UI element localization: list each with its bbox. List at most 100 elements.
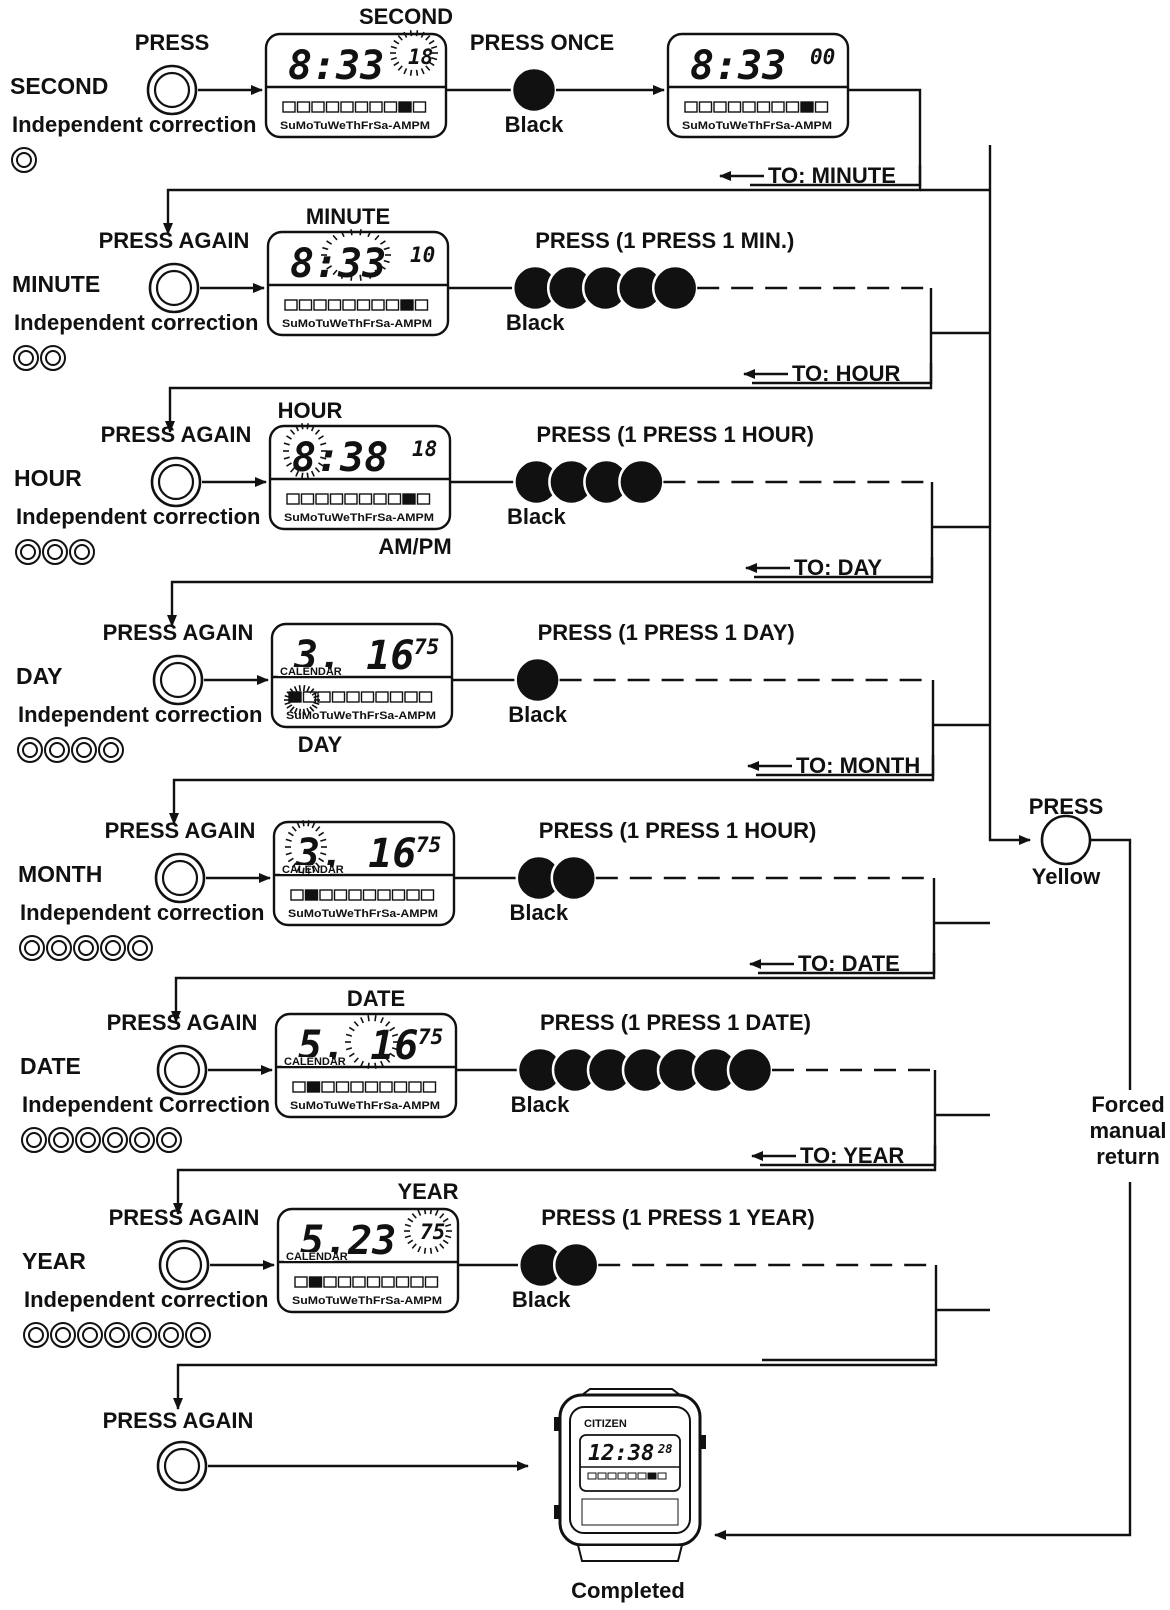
press-count-indicator [13,345,66,371]
day-indicator-strip [282,101,427,113]
count-ring-inner [24,940,40,956]
day-square [381,1276,395,1288]
step-name: HOUR [14,465,82,491]
to-next-line [762,1265,938,1362]
day-strip-label: SuMoTuWeThFrSa-AMPM [284,512,434,524]
day-strip-label: SuMoTuWeThFrSa-AMPM [288,908,438,920]
press-button-date[interactable] [156,1044,208,1096]
watch-day-square [637,1472,647,1480]
watch-day-square [587,1472,597,1480]
day-square [335,1081,350,1093]
count-ring [42,539,68,565]
press-button-minute[interactable] [148,262,200,314]
yellow-button[interactable] [1040,814,1092,866]
next-row-connector [171,973,936,1023]
button-inner-ring[interactable] [161,859,199,897]
black-button-presses [510,66,558,114]
day-square [346,691,360,703]
calendar-tag: CALENDAR [286,1251,348,1263]
yellow-press-label: PRESS [1029,794,1104,819]
black-button-press[interactable] [514,656,561,704]
press-count-indicator [11,147,37,173]
correction-label: Independent correction [20,900,264,925]
press-button-month[interactable] [154,852,206,904]
watch-day-square [657,1472,667,1480]
button-color-label: Black [511,1092,570,1117]
count-ring-inner [28,1327,44,1343]
day-square [358,493,373,505]
watch-button-left-top[interactable] [554,1417,560,1431]
press-button-second[interactable] [146,64,198,116]
count-ring [69,539,95,565]
target-label: YEAR [397,1179,458,1204]
button-inner-ring[interactable] [163,1051,201,1089]
highlight-burst [404,1208,452,1254]
black-button-press[interactable] [726,1046,774,1094]
day-square [398,101,412,113]
count-ring [11,147,37,173]
calendar-tag: CALENDAR [284,1056,346,1068]
count-ring-inner [51,940,67,956]
press-button-day[interactable] [152,654,204,706]
count-ring-inner [103,742,119,758]
day-square [342,299,356,311]
press-count-indicator [15,539,95,565]
button-inner-ring[interactable] [159,661,197,699]
watch-dial-plate [581,1498,679,1526]
black-button-presses [513,458,665,506]
action-label: PRESS (1 PRESS 1 DAY) [538,620,795,645]
button-inner-ring[interactable] [165,1246,203,1284]
button-inner-ring[interactable] [153,71,191,109]
correction-label: Independent correction [14,310,258,335]
day-strip-label: SuMoTuWeThFrSa-AMPM [682,120,832,132]
day-square [306,1081,321,1093]
black-button-press[interactable] [510,66,558,114]
press-label: PRESS AGAIN [101,422,252,447]
button-inner-ring[interactable] [163,1447,201,1485]
watch-day-square [617,1472,627,1480]
count-ring-inner [190,1327,206,1343]
step-name: MINUTE [12,271,100,297]
black-button-press[interactable] [651,264,699,312]
day-square [331,691,346,703]
day-square [742,101,756,113]
button-inner-ring[interactable] [157,463,195,501]
count-ring [156,1127,182,1153]
next-step-label: TO: DATE [798,951,900,976]
press-count-indicator [21,1127,182,1153]
watch-button-left-bottom[interactable] [554,1505,560,1519]
black-button-press[interactable] [550,854,598,902]
day-square [422,1081,437,1093]
black-button-press[interactable] [552,1241,600,1289]
target-label: SECOND [359,4,453,29]
count-ring-inner [78,940,94,956]
press-button-hour[interactable] [150,456,202,508]
watch-button-right[interactable] [700,1435,706,1449]
button-inner-ring[interactable] [155,269,193,307]
count-ring [77,1322,103,1348]
ampm-target-label: AM/PM [378,534,451,559]
count-ring [48,1127,74,1153]
press-count-indicator [19,935,153,961]
watch-day-square [627,1472,637,1480]
highlight-burst [321,229,391,281]
black-button-press[interactable] [618,458,665,506]
day-strip-label: SuMoTuWeThFrSa-AMPM [290,1100,440,1112]
press-button-year[interactable] [158,1239,210,1291]
press-label: PRESS AGAIN [107,1010,258,1035]
to-next-line [750,88,922,187]
count-ring [23,1322,49,1348]
next-step-label: TO: MINUTE [768,163,896,188]
day-square [400,299,414,311]
final-press-button[interactable] [156,1440,208,1492]
day-square [333,889,348,901]
day-square [698,101,713,113]
lcd-main-digits: 8:33 [288,43,384,89]
count-ring [13,345,39,371]
day-square [304,889,319,901]
day-square [362,889,377,901]
count-ring-inner [47,544,63,560]
